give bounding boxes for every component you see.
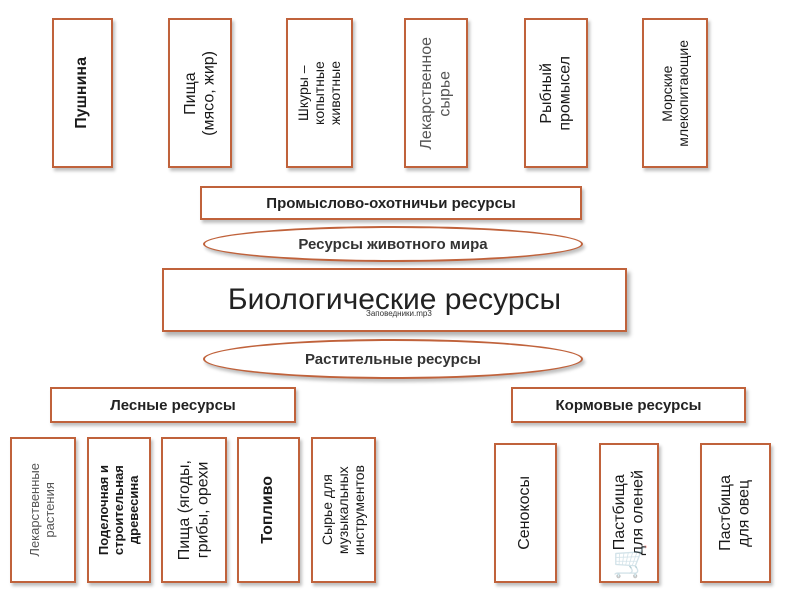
hunting-resources-box: Промыслово-охотничьи ресурсы xyxy=(200,186,582,220)
animal-item-label: Морские млекопитающие xyxy=(658,39,691,147)
animal-item-label: Пища (мясо, жир) xyxy=(181,50,217,136)
forest-item-label: Сырье для музыкальных инструментов xyxy=(319,464,368,556)
animal-resources-label: Ресурсы животного мира xyxy=(298,235,488,253)
forest-resources-label: Лесные ресурсы xyxy=(110,396,236,414)
forest-item-label: Топливо xyxy=(259,476,277,544)
animal-item-label: Лекарственное сырье xyxy=(417,36,453,150)
forest-item-timber: Поделочная и строительная древесина xyxy=(87,437,151,583)
plant-resources-label: Растительные ресурсы xyxy=(305,350,481,368)
plant-resources-oval: Растительные ресурсы xyxy=(203,339,583,379)
forest-resources-box: Лесные ресурсы xyxy=(50,387,296,423)
forest-item-label: Поделочная и строительная древесина xyxy=(95,464,141,556)
fodder-item-label: Пастбища для оленей xyxy=(610,470,646,556)
animal-item-label: Пушнина xyxy=(73,57,91,129)
fodder-resources-label: Кормовые ресурсы xyxy=(555,396,702,414)
animal-item-marine: Морские млекопитающие xyxy=(642,18,708,168)
animal-item-fishing: Рыбный промысел xyxy=(524,18,588,168)
fodder-item-deer-pastures: Пастбища для оленей xyxy=(599,443,659,583)
hunting-resources-label: Промыслово-охотничьи ресурсы xyxy=(266,194,516,212)
fodder-item-label: Пастбища для овец xyxy=(717,475,753,551)
forest-item-label: Пища (ягоды, грибы, орехи xyxy=(175,459,211,561)
animal-item-hides: Шкуры – копытные животные xyxy=(286,18,353,168)
animal-resources-oval: Ресурсы животного мира xyxy=(203,226,583,262)
animal-item-medicinal: Лекарственное сырье xyxy=(404,18,468,168)
main-title: Биологические ресурсы xyxy=(227,283,562,316)
fodder-item-hayfields: Сенокосы xyxy=(494,443,557,583)
fodder-resources-box: Кормовые ресурсы xyxy=(511,387,746,423)
main-title-box: Биологические ресурсы xyxy=(162,268,627,332)
fodder-item-label: Сенокосы xyxy=(516,476,534,550)
forest-item-fuel: Топливо xyxy=(237,437,300,583)
forest-item-instruments: Сырье для музыкальных инструментов xyxy=(311,437,376,583)
forest-item-food: Пища (ягоды, грибы, орехи xyxy=(161,437,227,583)
animal-item-label: Шкуры – копытные животные xyxy=(295,61,344,125)
forest-item-medicinal-plants: Лекарственные растения xyxy=(10,437,76,583)
audio-caption: Заповедники.mp3 xyxy=(366,309,432,318)
animal-item-label: Рыбный промысел xyxy=(537,55,573,131)
forest-item-label: Лекарственные растения xyxy=(27,463,57,557)
animal-item-pushnina: Пушнина xyxy=(52,18,113,168)
fodder-item-sheep-pastures: Пастбища для овец xyxy=(700,443,771,583)
animal-item-food: Пища (мясо, жир) xyxy=(168,18,232,168)
shopping-cart-icon: 🛒 xyxy=(612,545,650,580)
